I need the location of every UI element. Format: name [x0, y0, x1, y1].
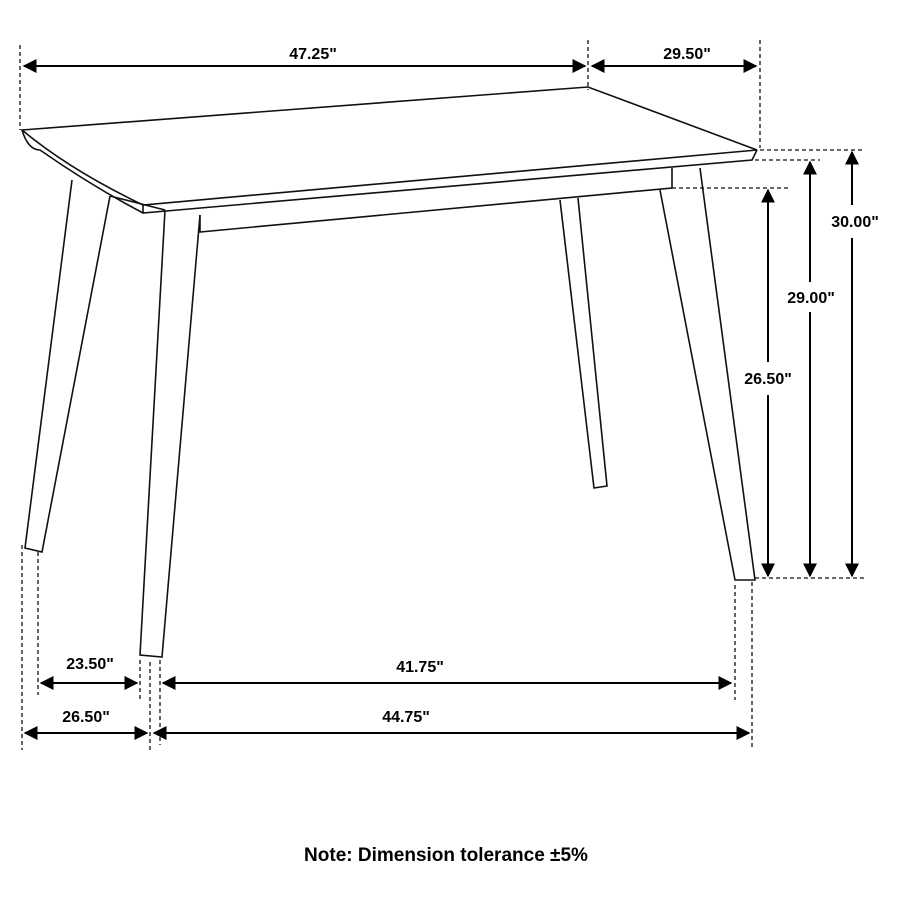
tabletop-surface [19, 86, 758, 206]
label-apron-clearance: 26.50" [744, 371, 792, 388]
dimension-labels: 47.25" 29.50" 30.00" 29.00" 26.50" 23.50… [62, 46, 879, 726]
label-top-depth: 29.50" [663, 46, 711, 63]
leg-front-right [659, 167, 756, 581]
label-leg-outer-length: 44.75" [382, 709, 430, 726]
leg-back-left [24, 179, 111, 553]
dimension-guides [19, 40, 865, 750]
table-drawing [19, 86, 758, 658]
label-leg-inner-length: 41.75" [396, 659, 444, 676]
leg-back-right [559, 197, 608, 489]
label-overall-height: 30.00" [831, 214, 879, 231]
label-leg-outer-depth: 26.50" [62, 709, 110, 726]
label-top-length: 47.25" [289, 46, 337, 63]
label-top-underside-height: 29.00" [787, 290, 835, 307]
dimension-lines [22, 59, 859, 740]
tolerance-note: Note: Dimension tolerance ±5% [304, 845, 588, 866]
label-leg-inner-depth: 23.50" [66, 656, 114, 673]
leg-front-left [139, 209, 201, 658]
